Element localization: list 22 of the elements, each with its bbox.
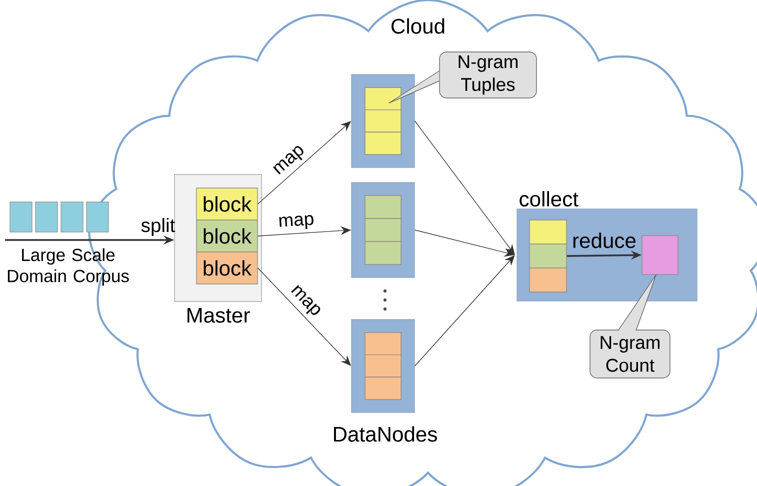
arrow [414,120,515,255]
node-label: collect [520,191,578,207]
block-cell: block [196,188,258,220]
callout-bubble: N-gram Count [590,330,670,378]
block-cell: block [196,220,258,252]
corpus-label: Large Scale Domain Corpus [8,248,129,286]
edge-label: map [291,285,320,315]
datanode-box [351,74,415,168]
edge-label: map [272,146,304,174]
block-cell: block [196,252,258,284]
count-box [642,235,678,275]
edge-label: map [279,215,314,230]
datanode-box [351,182,415,278]
node-label: Master [188,308,250,323]
arrow [414,255,515,366]
edge-label: reduce [573,232,636,248]
cloud-title: Cloud [392,18,444,34]
edge-label: split [141,218,176,236]
datanode-box [351,319,415,413]
callout-tail [388,70,440,104]
callout-tail [618,274,656,331]
tuple-stack [529,220,567,292]
